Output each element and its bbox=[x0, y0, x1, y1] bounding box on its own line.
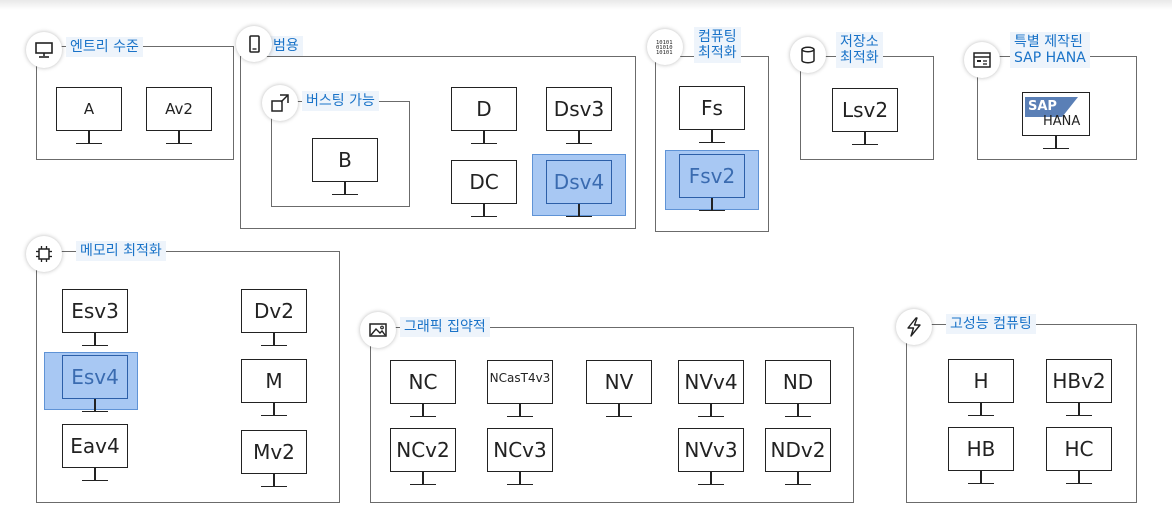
database-icon bbox=[790, 37, 826, 73]
chip-icon bbox=[26, 236, 62, 272]
title-line: 컴퓨팅 bbox=[698, 29, 737, 45]
vm-fs[interactable]: Fs bbox=[679, 86, 745, 144]
vm-nd[interactable]: ND bbox=[765, 360, 831, 418]
hana-label: HANA bbox=[1043, 114, 1081, 129]
vm-label: NVv3 bbox=[678, 428, 744, 472]
vm-esv3[interactable]: Esv3 bbox=[62, 289, 128, 347]
vm-ncv2[interactable]: NCv2 bbox=[390, 428, 456, 486]
title-line: 저장소 bbox=[840, 34, 879, 50]
vm-b[interactable]: B bbox=[312, 138, 378, 196]
vm-label: NV bbox=[586, 360, 652, 404]
vm-label: Mv2 bbox=[241, 430, 307, 474]
vm-label: ND bbox=[765, 360, 831, 404]
vm-label: B bbox=[312, 138, 378, 182]
vm-label: NCv3 bbox=[487, 428, 553, 472]
vm-label: HBv2 bbox=[1046, 359, 1112, 403]
vm-nvv3[interactable]: NVv3 bbox=[678, 428, 744, 486]
vm-hc[interactable]: HC bbox=[1046, 427, 1112, 485]
vm-label: Eav4 bbox=[62, 424, 128, 468]
vm-lsv2[interactable]: Lsv2 bbox=[832, 88, 898, 146]
vm-sap-hana[interactable]: SAP HANA bbox=[1022, 92, 1090, 150]
vm-label: NC bbox=[390, 360, 456, 404]
vm-ncast4v3[interactable]: NCasT4v3 bbox=[487, 360, 553, 418]
vm-h[interactable]: H bbox=[948, 359, 1014, 417]
group-hpc-title: 고성능 컴퓨팅 bbox=[946, 314, 1036, 334]
group-general-purpose bbox=[240, 56, 636, 229]
vm-label: H bbox=[948, 359, 1014, 403]
image-icon bbox=[360, 312, 396, 348]
lightning-icon bbox=[896, 309, 932, 345]
vm-label: NVv4 bbox=[678, 360, 744, 404]
vm-a[interactable]: A bbox=[56, 87, 122, 145]
group-burst-title: 버스팅 가능 bbox=[302, 91, 379, 111]
vm-label: Dv2 bbox=[241, 289, 307, 333]
vm-label: M bbox=[241, 359, 307, 403]
vm-mv2[interactable]: Mv2 bbox=[241, 430, 307, 488]
vm-fsv2[interactable]: Fsv2 bbox=[679, 154, 745, 212]
group-sap-title: 특별 제작된 SAP HANA bbox=[1010, 32, 1090, 68]
vm-ndv2[interactable]: NDv2 bbox=[765, 428, 831, 486]
vm-hbv2[interactable]: HBv2 bbox=[1046, 359, 1112, 417]
vm-label: Av2 bbox=[146, 87, 212, 131]
vm-label: HB bbox=[948, 427, 1014, 471]
server-icon bbox=[964, 42, 1000, 78]
top-shadow-bar bbox=[0, 0, 1172, 10]
vm-dv2[interactable]: Dv2 bbox=[241, 289, 307, 347]
vm-label: Lsv2 bbox=[832, 88, 898, 132]
group-gpu bbox=[370, 327, 854, 503]
group-general-title: 범용 bbox=[269, 36, 303, 56]
vm-esv4[interactable]: Esv4 bbox=[62, 355, 128, 413]
vm-label: Fsv2 bbox=[679, 154, 745, 198]
vm-label: Esv4 bbox=[62, 355, 128, 399]
sap-logo: SAP bbox=[1025, 97, 1078, 117]
title-line: 특별 제작된 bbox=[1014, 34, 1083, 50]
vm-label: NCv2 bbox=[390, 428, 456, 472]
vm-ncv3[interactable]: NCv3 bbox=[487, 428, 553, 486]
group-entry-title: 엔트리 수준 bbox=[66, 37, 143, 57]
vm-dc[interactable]: DC bbox=[451, 160, 517, 218]
svg-text:01010: 01010 bbox=[656, 45, 673, 51]
title-line: 최적화 bbox=[698, 45, 737, 61]
group-memory-title: 메모리 최적화 bbox=[76, 241, 166, 261]
title-line: 최적화 bbox=[840, 50, 879, 66]
vm-label: NDv2 bbox=[765, 428, 831, 472]
vm-hb[interactable]: HB bbox=[948, 427, 1014, 485]
phone-icon bbox=[236, 26, 272, 62]
vm-label: Esv3 bbox=[62, 289, 128, 333]
vm-av2[interactable]: Av2 bbox=[146, 87, 212, 145]
group-compute-title: 컴퓨팅 최적화 bbox=[694, 27, 741, 63]
svg-text:10101: 10101 bbox=[656, 50, 673, 56]
group-storage-title: 저장소 최적화 bbox=[836, 32, 883, 68]
vm-label: HC bbox=[1046, 427, 1112, 471]
svg-text:10101: 10101 bbox=[656, 40, 673, 46]
vm-m[interactable]: M bbox=[241, 359, 307, 417]
vm-label: D bbox=[451, 87, 517, 131]
vm-label: Dsv4 bbox=[546, 160, 612, 204]
vm-nvv4[interactable]: NVv4 bbox=[678, 360, 744, 418]
group-memory-optimized bbox=[36, 251, 340, 503]
vm-eav4[interactable]: Eav4 bbox=[62, 424, 128, 482]
group-gpu-title: 그래픽 집약적 bbox=[400, 317, 490, 337]
vm-label: NCasT4v3 bbox=[487, 360, 553, 404]
vm-label: A bbox=[56, 87, 122, 131]
vm-label: DC bbox=[451, 160, 517, 204]
title-line: SAP HANA bbox=[1014, 50, 1086, 66]
expand-icon bbox=[262, 85, 298, 121]
vm-d[interactable]: D bbox=[451, 87, 517, 145]
sap-screen: SAP HANA bbox=[1022, 92, 1090, 136]
vm-label: Fs bbox=[679, 86, 745, 130]
vm-label: Dsv3 bbox=[546, 87, 612, 131]
vm-nv[interactable]: NV bbox=[586, 360, 652, 418]
vm-dsv3[interactable]: Dsv3 bbox=[546, 87, 612, 145]
desktop-icon bbox=[26, 32, 62, 68]
vm-nc[interactable]: NC bbox=[390, 360, 456, 418]
vm-dsv4[interactable]: Dsv4 bbox=[546, 160, 612, 218]
